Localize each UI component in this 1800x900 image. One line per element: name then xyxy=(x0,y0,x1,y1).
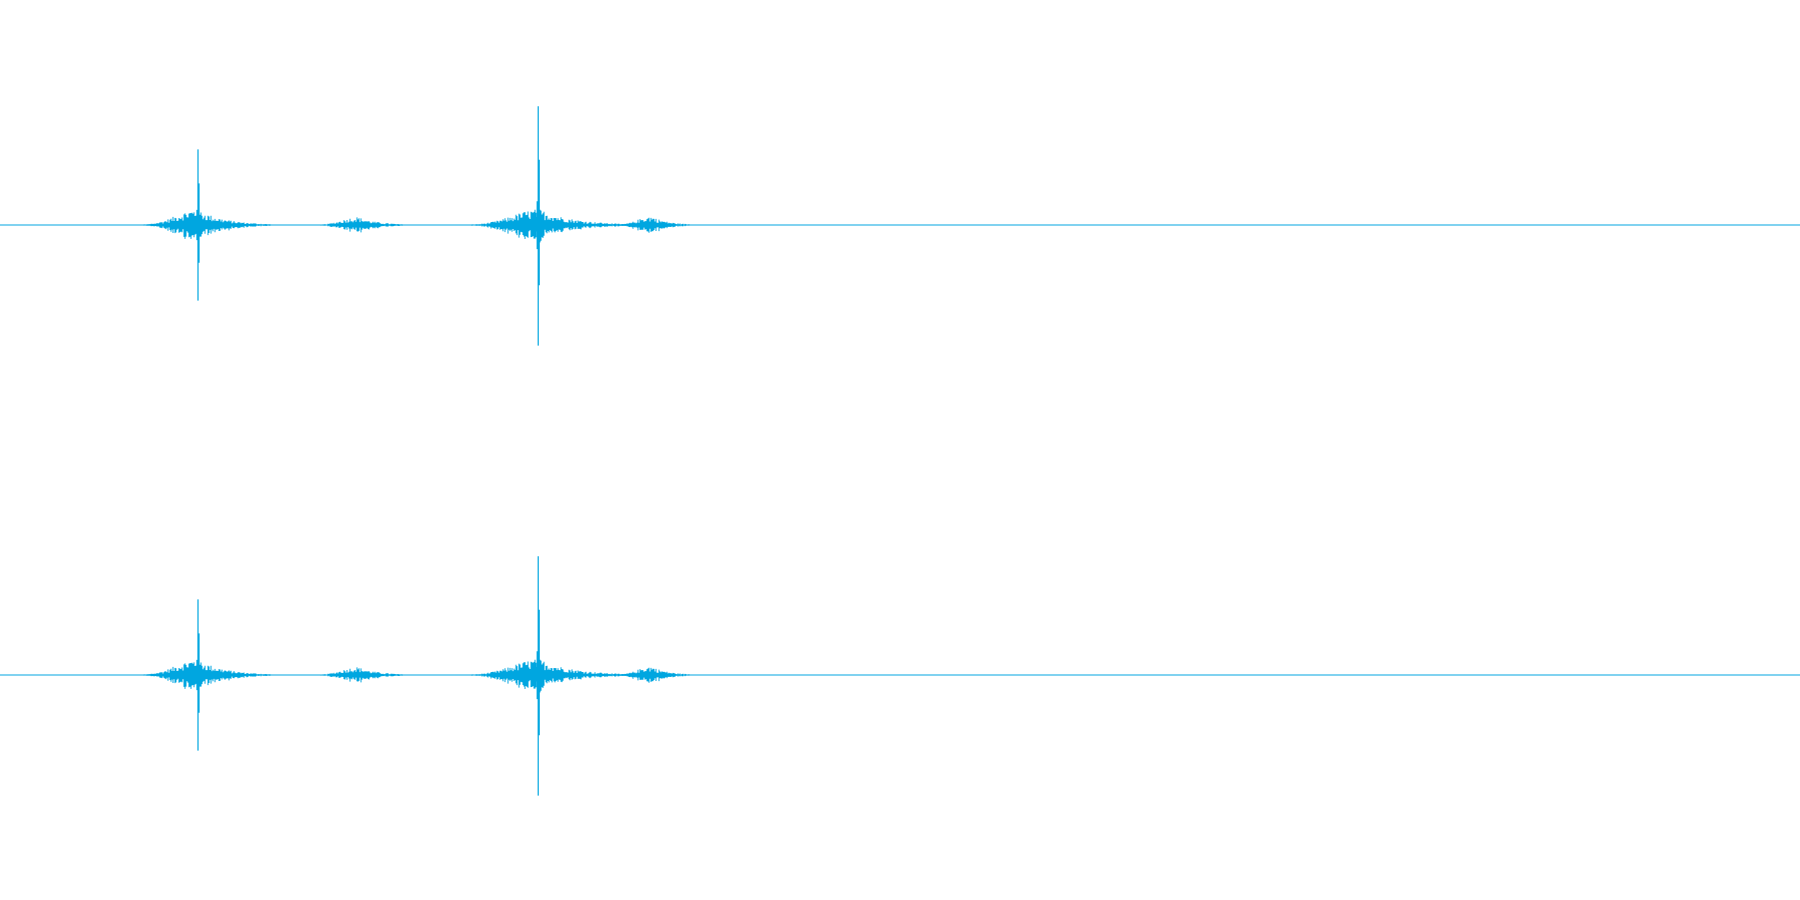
channel-2-burst-3 xyxy=(453,659,631,693)
channel-2-burst-1 xyxy=(126,659,271,692)
channel-2-burst-4 xyxy=(609,667,698,683)
channel-2-burst-2 xyxy=(308,667,414,683)
channel-1-burst-2 xyxy=(308,217,414,233)
channel-1-burst-1 xyxy=(126,209,271,242)
channel-2-waveform xyxy=(0,556,1800,796)
channel-1-waveform xyxy=(0,106,1800,346)
channel-1-burst-3 xyxy=(453,209,631,243)
channel-1-spike-1 xyxy=(196,149,200,301)
channel-2-spike-3 xyxy=(536,556,540,796)
channel-1-spike-3 xyxy=(536,106,540,346)
channel-1-burst-4 xyxy=(609,217,698,233)
channel-2-spike-1 xyxy=(196,599,200,751)
